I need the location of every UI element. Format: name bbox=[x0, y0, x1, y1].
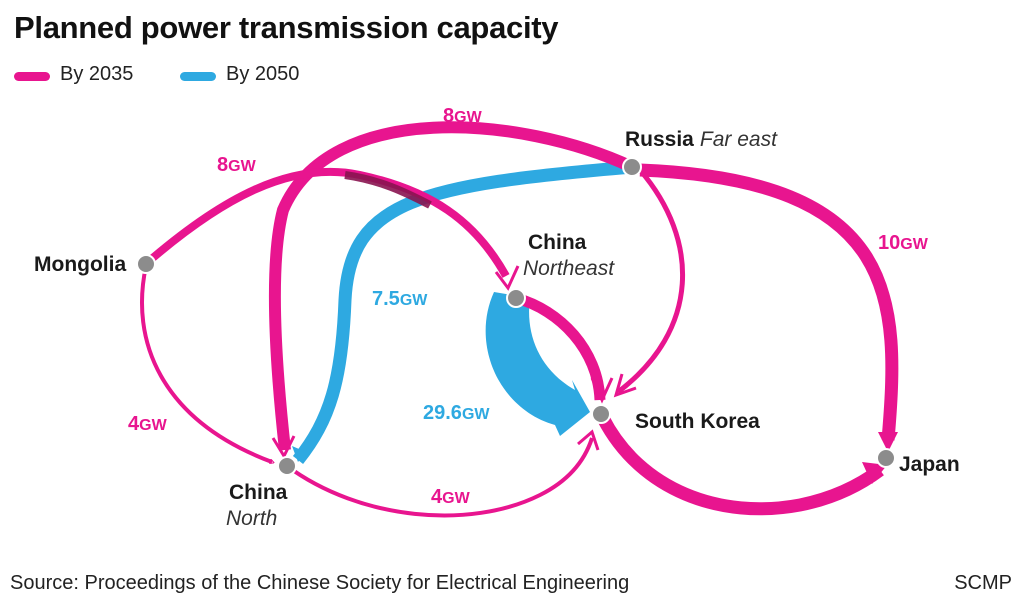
flow-overlap-shade bbox=[344, 171, 432, 209]
capacity-label-mongolia-ne: 8GW bbox=[217, 154, 257, 176]
node-label-china-ne: China bbox=[528, 231, 587, 254]
flow-2035-russia-to-japan bbox=[639, 163, 899, 441]
capacity-label-russia-north-2050: 7.5GW bbox=[372, 288, 428, 310]
arrowhead-korea-from-north bbox=[577, 429, 600, 451]
capacity-label-ne-korea-2050: 29.6GW bbox=[423, 402, 490, 424]
node-marker-russia bbox=[622, 157, 642, 177]
flow-2035-ne-to-korea bbox=[514, 292, 606, 401]
node-marker-china-north bbox=[277, 456, 297, 476]
capacity-label-russia-north: 8GW bbox=[443, 105, 483, 127]
flow-2035-russia-to-china-north bbox=[268, 121, 635, 451]
node-marker-south-korea bbox=[591, 404, 611, 424]
flow-2035-mongolia-to-china-north bbox=[140, 265, 272, 462]
flow-2050-russia-to-china-north bbox=[292, 160, 633, 465]
arrowhead-2035-japan bbox=[878, 432, 898, 452]
node-label-south-korea: South Korea bbox=[635, 410, 760, 433]
flow-2035-russia-to-korea bbox=[616, 168, 686, 394]
legend-swatch-2050 bbox=[180, 72, 216, 81]
node-marker-mongolia bbox=[136, 254, 156, 274]
node-label-china-north: China bbox=[229, 481, 288, 504]
flow-2035-china-north-to-korea bbox=[285, 437, 594, 518]
arrowhead-china-north-pink bbox=[271, 435, 296, 460]
node-label-mongolia: Mongolia bbox=[34, 253, 126, 276]
arrowhead-2050-china-north bbox=[292, 446, 306, 462]
legend-label-2050: By 2050 bbox=[226, 63, 300, 85]
node-label-japan: Japan bbox=[899, 453, 960, 476]
legend-swatch-2035 bbox=[14, 72, 50, 81]
node-sublabel-china-ne: Northeast bbox=[523, 257, 615, 280]
flow-2035-korea-to-japan bbox=[597, 414, 884, 516]
node-marker-china-ne bbox=[506, 288, 526, 308]
arrowhead-china-ne bbox=[494, 265, 520, 291]
credit: SCMP bbox=[954, 572, 1012, 594]
capacity-label-mongolia-north: 4GW bbox=[128, 413, 168, 435]
arrowhead-korea-from-ne bbox=[590, 377, 614, 404]
node-sublabel-china-north: North bbox=[226, 507, 277, 530]
capacity-label-north-korea: 4GW bbox=[431, 486, 471, 508]
source-note: Source: Proceedings of the Chinese Socie… bbox=[10, 572, 630, 594]
capacity-label-russia-japan: 10GW bbox=[878, 232, 929, 254]
flow-2050-ne-to-korea-band bbox=[485, 292, 590, 436]
chart-title: Planned power transmission capacity bbox=[14, 10, 559, 45]
node-marker-japan bbox=[876, 448, 896, 468]
arrowhead-2035-japan-korea bbox=[862, 462, 887, 484]
legend-label-2035: By 2035 bbox=[60, 63, 134, 85]
arrowhead-korea-from-russia bbox=[613, 373, 637, 398]
